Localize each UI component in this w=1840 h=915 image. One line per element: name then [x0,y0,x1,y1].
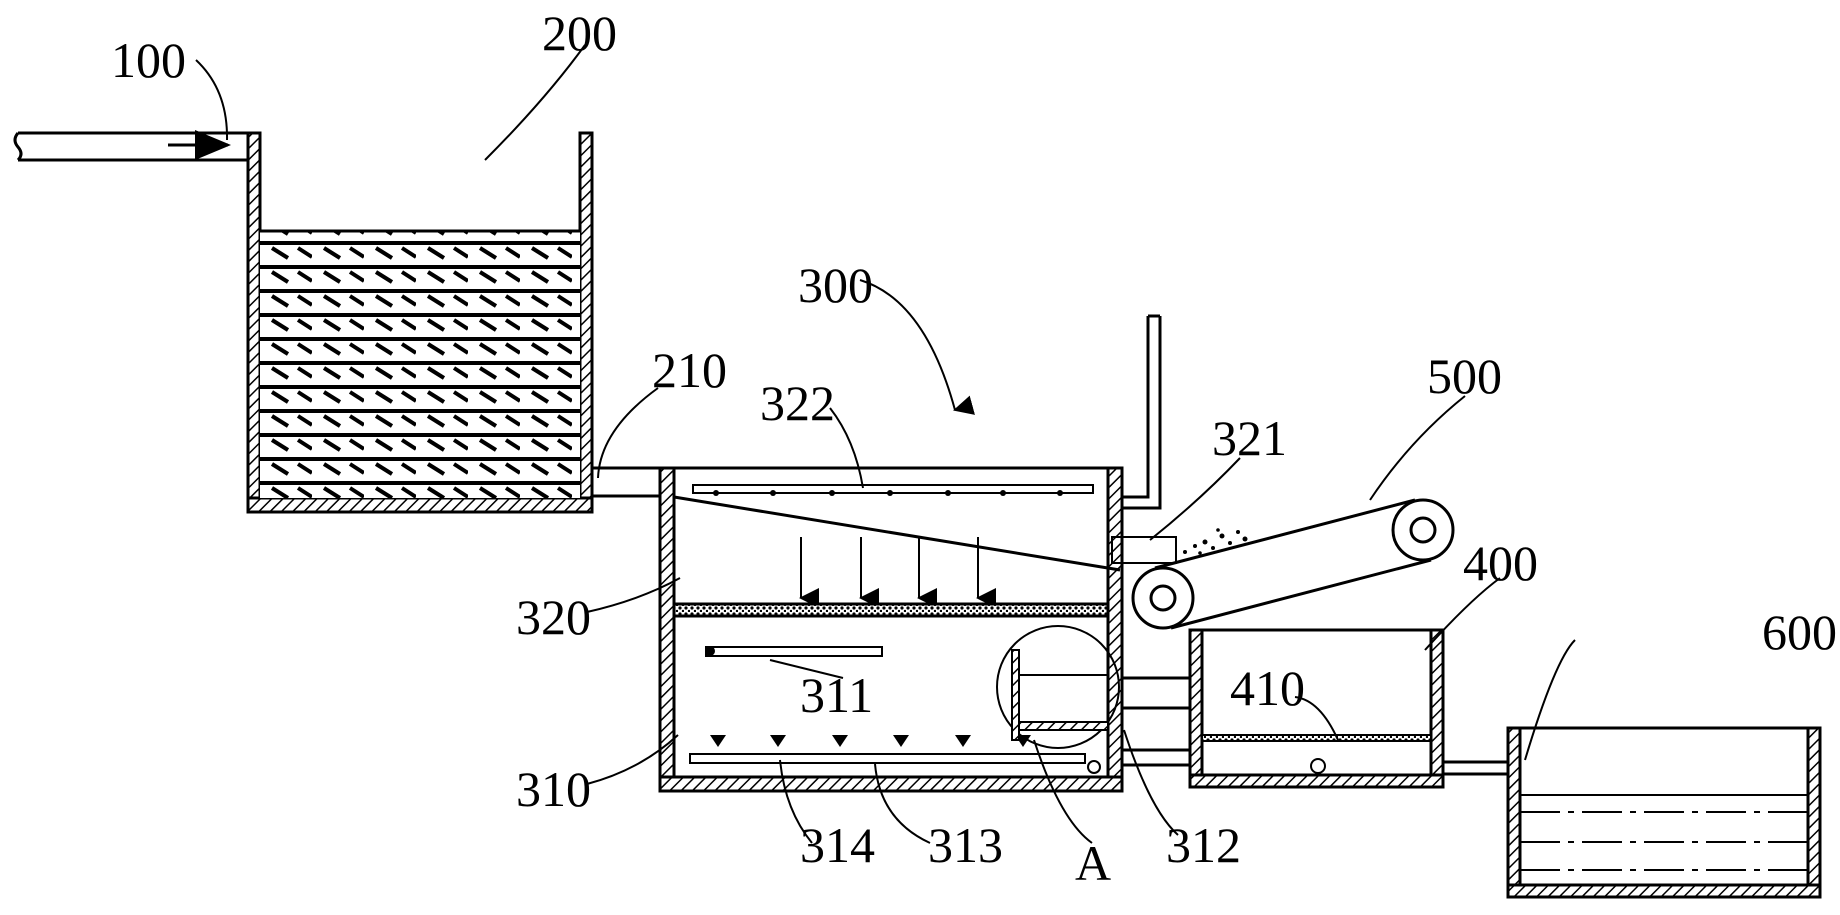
label-311: 311 [800,667,873,723]
labels: 100 200 210 300 322 321 500 400 600 410 … [111,5,1837,891]
label-322: 322 [760,375,835,431]
label-A: A [1075,835,1111,891]
label-320: 320 [516,589,591,645]
label-314: 314 [800,817,875,873]
label-300: 300 [798,257,873,313]
tank-300 [658,314,1190,793]
label-410: 410 [1230,660,1305,716]
tank-200 [246,131,594,514]
bottom-nozzles [710,735,1031,747]
flow-arrows [799,537,996,608]
label-321: 321 [1212,410,1287,466]
leader-lines [195,44,1576,844]
debris-particles [1183,528,1248,555]
label-200: 200 [542,5,617,61]
connecting-pipe-210 [592,466,660,498]
label-310: 310 [516,761,591,817]
conveyor-500 [1131,498,1455,630]
label-100: 100 [111,32,186,88]
label-500: 500 [1427,348,1502,404]
label-313: 313 [928,817,1003,873]
label-600: 600 [1762,604,1837,660]
tank-400 [1188,628,1508,789]
label-210: 210 [652,342,727,398]
tank-600 [1506,726,1822,899]
label-312: 312 [1166,817,1241,873]
inlet-pipe [13,130,248,162]
spray-nozzles [713,490,1063,496]
label-400: 400 [1463,535,1538,591]
